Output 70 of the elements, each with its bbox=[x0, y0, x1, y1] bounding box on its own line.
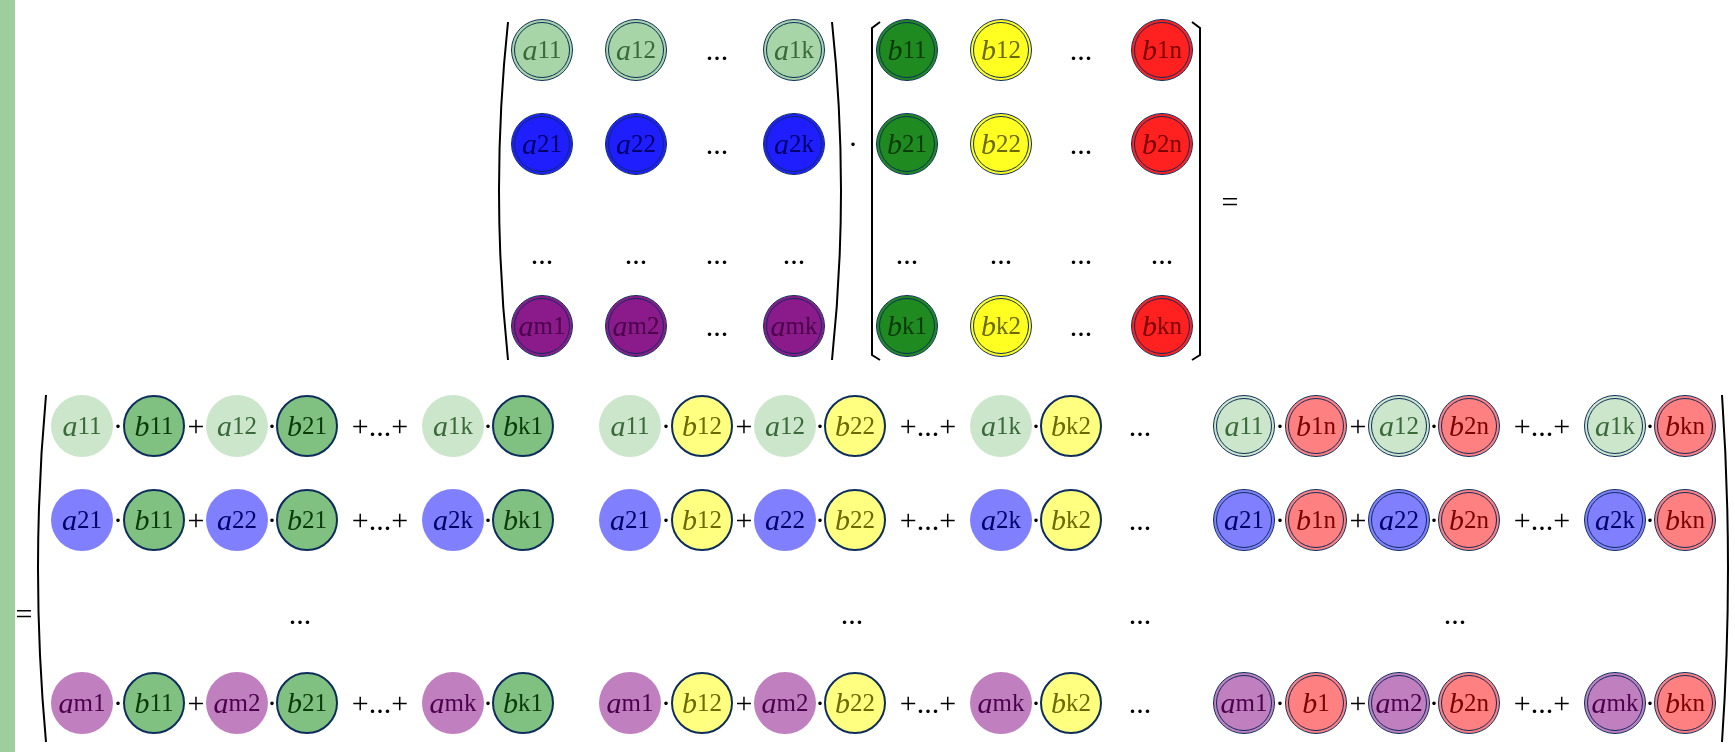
ellipsis: ... bbox=[1128, 505, 1152, 535]
plus-ellipsis-plus: +...+ bbox=[899, 688, 957, 718]
dot-operator: · bbox=[661, 411, 671, 441]
plus-ellipsis-plus: +...+ bbox=[351, 688, 409, 718]
plus-ellipsis-plus: +...+ bbox=[351, 411, 409, 441]
ellipsis: ... bbox=[705, 239, 729, 269]
dot-operator: · bbox=[661, 688, 671, 718]
dot-operator: · bbox=[815, 688, 825, 718]
dot-operator: · bbox=[1275, 688, 1285, 718]
dot-operator: · bbox=[267, 688, 277, 718]
dot-operator: · bbox=[483, 411, 493, 441]
ellipsis: ... bbox=[705, 311, 729, 341]
ellipsis: ... bbox=[288, 599, 312, 629]
dot-operator: · bbox=[267, 411, 277, 441]
dot-operator: · bbox=[483, 505, 493, 535]
dot-operator: · bbox=[1645, 688, 1655, 718]
dot-operator: · bbox=[1031, 411, 1041, 441]
dot-operator: · bbox=[267, 505, 277, 535]
equals-sign: = bbox=[15, 599, 33, 629]
plus-sign: + bbox=[1349, 688, 1367, 718]
dot-operator: · bbox=[1429, 505, 1439, 535]
plus-ellipsis-plus: +...+ bbox=[899, 411, 957, 441]
ellipsis: ... bbox=[1069, 239, 1093, 269]
ellipsis: ... bbox=[840, 599, 864, 629]
plus-ellipsis-plus: +...+ bbox=[1513, 411, 1571, 441]
ellipsis: ... bbox=[1443, 599, 1467, 629]
plus-sign: + bbox=[1349, 411, 1367, 441]
ellipsis: ... bbox=[624, 239, 648, 269]
dot-operator: · bbox=[113, 688, 123, 718]
dot-operator: · bbox=[113, 411, 123, 441]
ellipsis: ... bbox=[989, 239, 1013, 269]
dot-operator: · bbox=[1429, 688, 1439, 718]
ellipsis: ... bbox=[1069, 129, 1093, 159]
dot-operator: · bbox=[815, 411, 825, 441]
dot-operator: · bbox=[848, 129, 858, 159]
ellipsis: ... bbox=[782, 239, 806, 269]
side-bar bbox=[0, 0, 15, 752]
ellipsis: ... bbox=[530, 239, 554, 269]
dot-operator: · bbox=[1031, 688, 1041, 718]
plus-sign: + bbox=[187, 411, 205, 441]
plus-ellipsis-plus: +...+ bbox=[1513, 688, 1571, 718]
plus-sign: + bbox=[735, 688, 753, 718]
ellipsis: ... bbox=[1128, 411, 1152, 441]
plus-sign: + bbox=[735, 411, 753, 441]
plus-sign: + bbox=[1349, 505, 1367, 535]
plus-sign: + bbox=[735, 505, 753, 535]
equals-sign: = bbox=[1221, 187, 1239, 217]
dot-operator: · bbox=[1275, 411, 1285, 441]
ellipsis: ... bbox=[1069, 311, 1093, 341]
ellipsis: ... bbox=[1069, 35, 1093, 65]
dot-operator: · bbox=[1031, 505, 1041, 535]
ellipsis: ... bbox=[705, 35, 729, 65]
plus-sign: + bbox=[187, 505, 205, 535]
plus-ellipsis-plus: +...+ bbox=[899, 505, 957, 535]
dot-operator: · bbox=[661, 505, 671, 535]
dot-operator: · bbox=[1429, 411, 1439, 441]
plus-ellipsis-plus: +...+ bbox=[351, 505, 409, 535]
dot-operator: · bbox=[483, 688, 493, 718]
dot-operator: · bbox=[1275, 505, 1285, 535]
ellipsis: ... bbox=[1150, 239, 1174, 269]
plus-ellipsis-plus: +...+ bbox=[1513, 505, 1571, 535]
ellipsis: ... bbox=[705, 129, 729, 159]
ellipsis: ... bbox=[1128, 599, 1152, 629]
dot-operator: · bbox=[113, 505, 123, 535]
dot-operator: · bbox=[1645, 505, 1655, 535]
ellipsis: ... bbox=[895, 239, 919, 269]
dot-operator: · bbox=[815, 505, 825, 535]
dot-operator: · bbox=[1645, 411, 1655, 441]
plus-sign: + bbox=[187, 688, 205, 718]
ellipsis: ... bbox=[1128, 688, 1152, 718]
